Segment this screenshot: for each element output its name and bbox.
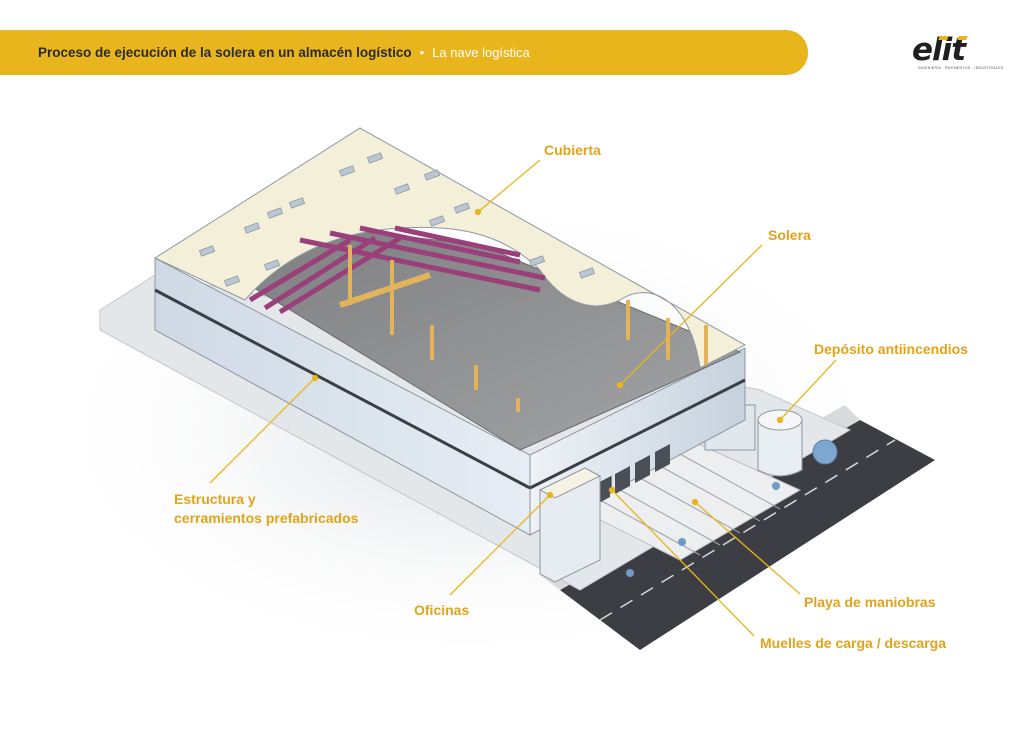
road bbox=[560, 420, 935, 650]
roof-beams bbox=[248, 225, 546, 315]
main-girder bbox=[339, 272, 431, 308]
label-muelles: Muelles de carga / descarga bbox=[760, 635, 946, 651]
label-cubierta: Cubierta bbox=[544, 142, 601, 158]
label-estructura: Estructura y cerramientos prefabricados bbox=[174, 490, 358, 528]
header-separator: • bbox=[419, 45, 425, 60]
leader-playa bbox=[694, 501, 801, 595]
label-estructura-line1: Estructura y bbox=[174, 491, 256, 507]
leader-estructura bbox=[209, 377, 316, 484]
yard-lines bbox=[599, 453, 781, 556]
leader-lines bbox=[209, 159, 837, 637]
leader-solera bbox=[619, 244, 763, 386]
leader-oficinas bbox=[449, 494, 551, 596]
dock-doors-row bbox=[595, 444, 670, 505]
fire-water-tank bbox=[757, 419, 803, 477]
label-playa-de-maniobras: Playa de maniobras bbox=[804, 594, 936, 610]
header-bar: Proceso de ejecución de la solera en un … bbox=[0, 30, 808, 75]
label-solera: Solera bbox=[768, 227, 811, 243]
street-lamp bbox=[626, 569, 634, 577]
street-lamp bbox=[678, 538, 686, 546]
logo-tagline: INGENIERÍA · PAVIMENTOS · INDUSTRIALES bbox=[918, 66, 1004, 70]
label-oficinas: Oficinas bbox=[414, 602, 470, 618]
street-lamp bbox=[772, 482, 780, 490]
skylights bbox=[199, 152, 595, 287]
leader-cubierta bbox=[477, 159, 541, 213]
elit-logo: elit INGENIERÍA · PAVIMENTOS · INDUSTRIA… bbox=[912, 32, 1003, 72]
tree bbox=[812, 439, 838, 465]
page-title: Proceso de ejecución de la solera en un … bbox=[38, 45, 412, 60]
page-subtitle: La nave logística bbox=[432, 45, 530, 60]
wall-band bbox=[154, 288, 531, 490]
road-markings bbox=[599, 439, 896, 621]
label-deposito-antiincendios: Depósito antiincendios bbox=[814, 341, 969, 357]
leader-deposito bbox=[779, 359, 837, 421]
pillars bbox=[348, 245, 708, 412]
leader-muelles bbox=[611, 489, 755, 637]
front-wall-band bbox=[529, 378, 746, 490]
label-estructura-line2: cerramientos prefabricados bbox=[174, 510, 359, 526]
